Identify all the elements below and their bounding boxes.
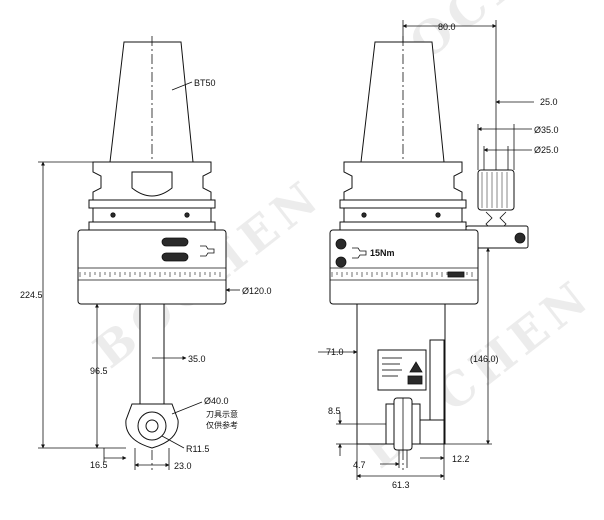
right-flange [343,161,463,201]
left-shank [139,303,165,405]
right-dim-146: (146.0) [470,354,499,364]
right-main-body [329,229,479,305]
right-screw-1 [361,212,367,218]
right-wrench-icon [352,247,367,259]
right-dim-4: 4.7 [353,460,366,470]
left-note-line1: 刀具示意 [206,409,238,419]
right-collar-bottom [339,221,467,231]
right-warning-icon [409,361,423,373]
right-torque: 15Nm [370,248,395,258]
left-note-line2: 仅供参考 [206,420,238,430]
left-dim-23: 23.0 [174,461,192,471]
right-dim-61: 61.3 [392,480,410,490]
right-nameplate-mark [407,375,423,385]
right-clamp-screw-2 [335,256,347,268]
left-dim-dia40-leader [171,401,203,415]
left-view: 224.5 Ø120.0 96.5 35.0 Ø40.0 刀具示意 仅供参考 R… [20,36,272,471]
right-output-cap [419,419,445,445]
left-screw-1 [110,212,116,218]
right-dim-25dia: Ø25.0 [534,145,559,155]
right-dim-71: 71.0 [326,347,344,357]
right-screw-2 [435,212,441,218]
left-dim-224: 224.5 [20,290,43,300]
left-screw-2 [184,212,190,218]
left-bt50-leader [171,81,193,91]
left-lock-slot-1 [161,237,189,247]
left-dim-r-leader [161,435,185,449]
left-wrench-icon [200,245,215,257]
right-view: 15Nm 80.0 25.0 Ø35.0 Ø25.0 71.0 [318,20,559,490]
right-nameplate-lines [382,357,402,377]
right-stop-knob [477,169,515,211]
left-tool-bore-inner [145,419,159,433]
right-knob-knurl [481,172,508,208]
left-collar-top [88,199,216,209]
left-lock-slot-2 [161,252,189,262]
right-stop-bolt [514,232,526,244]
left-dim-dia40: Ø40.0 [204,396,229,406]
left-dim-dia120: Ø120.0 [242,286,272,296]
right-dim-25: 25.0 [540,97,558,107]
right-dim-35: Ø35.0 [534,125,559,135]
left-flange-notch [131,171,173,197]
left-dim-96: 96.5 [90,366,108,376]
right-key [447,271,465,278]
right-dim-80: 80.0 [438,22,456,32]
left-bt50: BT50 [194,78,216,88]
right-collar-top [339,199,467,209]
left-main-body [77,229,227,305]
left-dim-16: 16.5 [90,460,108,470]
left-scale-ticks [79,272,221,277]
right-bt50-taper [360,41,445,163]
left-dim-r: R11.5 [186,444,209,454]
left-bt50-taper [109,41,194,163]
left-collar-bottom [88,221,216,231]
right-clamp-screw-1 [335,238,347,250]
right-dim-12: 12.2 [452,454,470,464]
right-dim-8: 8.5 [328,406,341,416]
left-dim-35: 35.0 [188,354,206,364]
